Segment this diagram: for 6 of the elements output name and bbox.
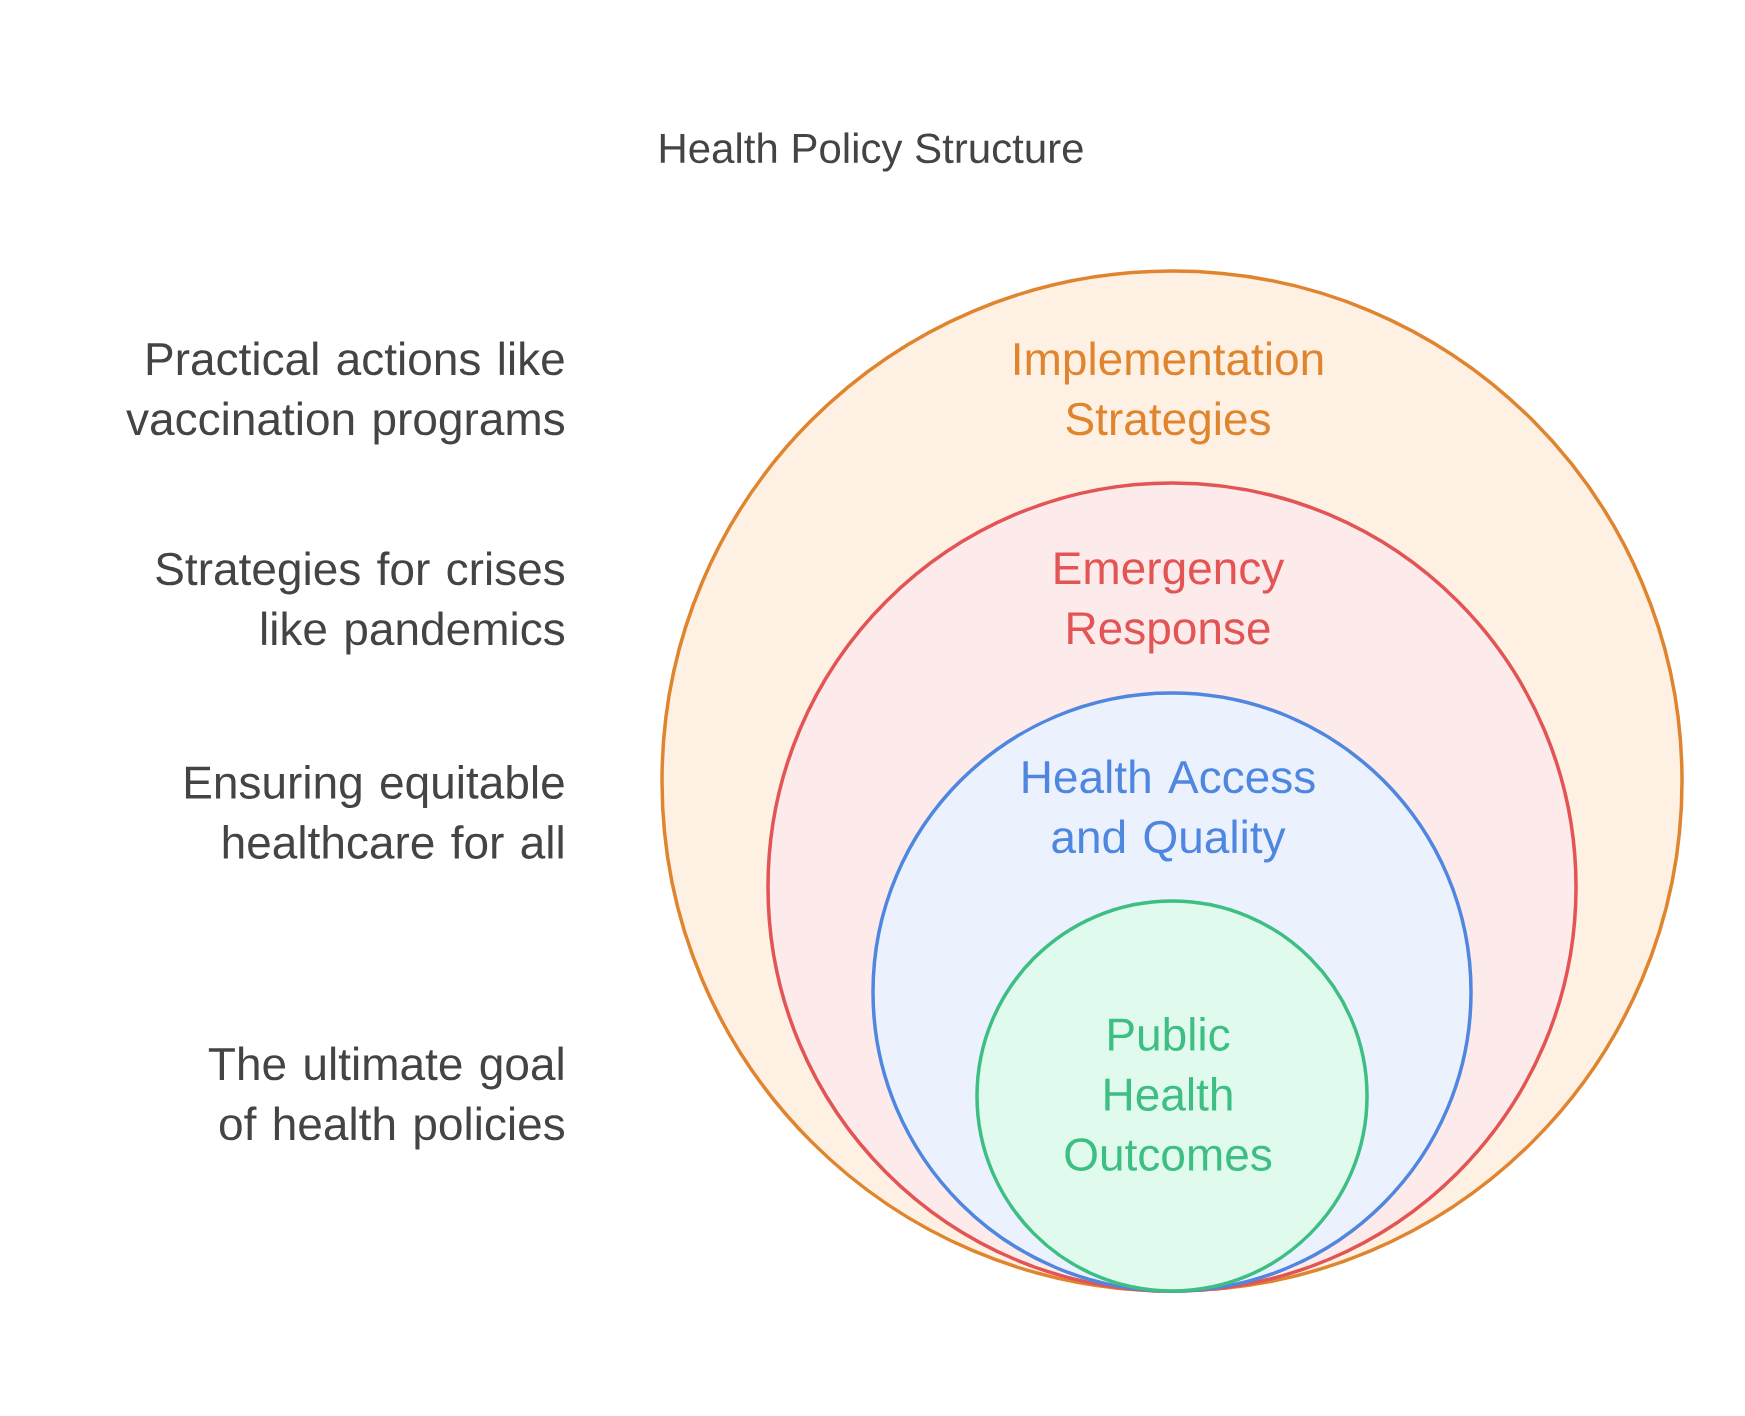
- title: Health Policy Structure: [660, 132, 1083, 172]
- description-text: Ensuring equitable healthcare for all: [186, 765, 564, 859]
- circle-ring: Public Health Outcomes: [975, 899, 1369, 1293]
- description-text: Strategies for crises like pandemics: [156, 551, 565, 655]
- description-text: The ultimate goal of health policies: [208, 1046, 565, 1150]
- description-text: Practical actions like vaccination programs: [126, 341, 565, 445]
